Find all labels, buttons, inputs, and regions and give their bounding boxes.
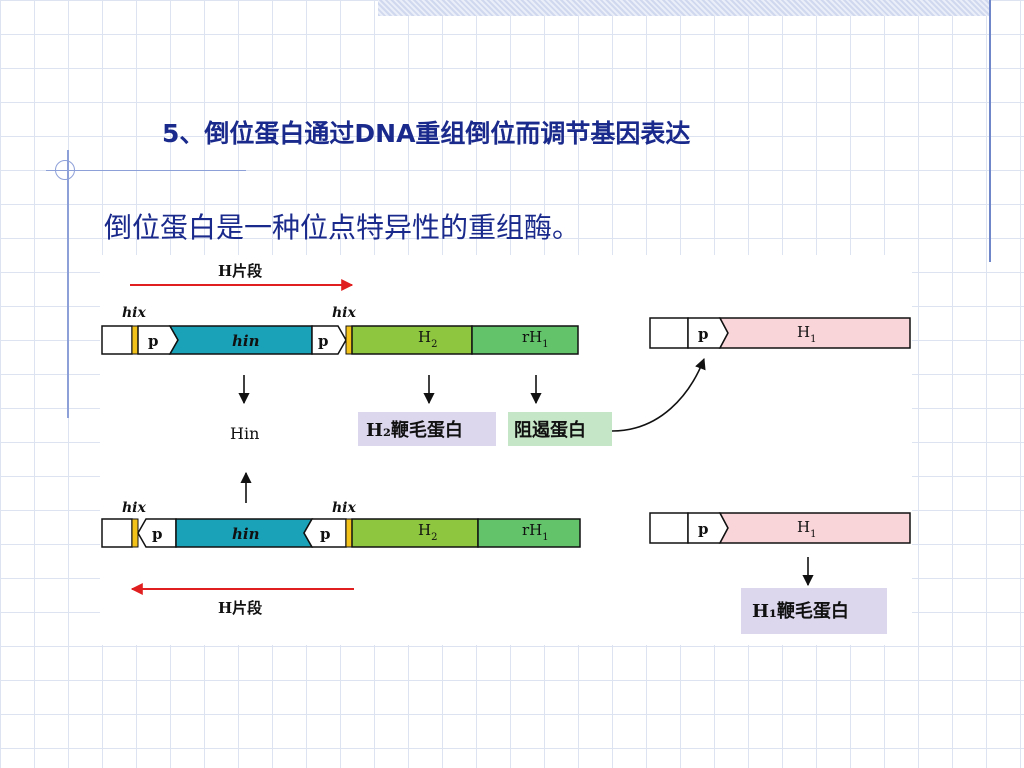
p-label: p bbox=[698, 325, 709, 343]
rh1-gene-bottom bbox=[477, 518, 581, 548]
left-decor-hline bbox=[46, 170, 246, 171]
slide-title: 5、倒位蛋白通过DNA重组倒位而调节基因表达 bbox=[162, 119, 691, 148]
h1-gene-bottom bbox=[718, 512, 911, 544]
diagram-svg: H片段 hix hix p hin p H2 rH1 Hin H₂鞭毛蛋白 阻遏… bbox=[100, 255, 912, 645]
left-decor-circle bbox=[55, 160, 75, 180]
h1-gene-top bbox=[718, 317, 911, 349]
repression-arrow bbox=[611, 357, 706, 432]
p-label: p bbox=[320, 525, 331, 543]
promoter-box-top-right bbox=[311, 325, 347, 355]
h2-gene-bottom bbox=[351, 518, 479, 548]
dna-strand-bottom: hix hix p hin p H2 rH1 bbox=[101, 500, 581, 548]
hix-label-bottom-right: hix bbox=[332, 500, 356, 516]
svg-text:H2: H2 bbox=[418, 328, 437, 350]
h2-flagellin-label: H₂鞭毛蛋白 bbox=[366, 419, 463, 441]
repressor-box bbox=[508, 412, 612, 446]
hix-label-top-right: hix bbox=[332, 305, 356, 321]
left-decor-vline bbox=[67, 150, 69, 418]
right-decor-line bbox=[989, 0, 991, 262]
h1-flagellin-box bbox=[741, 588, 887, 634]
svg-text:rH1: rH1 bbox=[522, 328, 549, 350]
hin-gene-top bbox=[168, 325, 313, 355]
hin-gene-label-bottom: hin bbox=[232, 525, 260, 543]
p-label: p bbox=[318, 332, 329, 350]
p-label: p bbox=[698, 520, 709, 538]
rh1-gene-top bbox=[471, 325, 579, 355]
hin-gene-label-top: hin bbox=[232, 332, 260, 350]
h1-strand-bottom: p H1 bbox=[649, 512, 911, 544]
hix-label-bottom-left: hix bbox=[122, 500, 146, 516]
top-decor-band bbox=[378, 0, 990, 16]
h-segment-label-top: H片段 bbox=[218, 262, 262, 280]
h1-flagellin-label: H₁鞭毛蛋白 bbox=[752, 600, 849, 622]
hin-protein-label: Hin bbox=[230, 424, 259, 443]
inversion-diagram: H片段 hix hix p hin p H2 rH1 Hin H₂鞭毛蛋白 阻遏… bbox=[100, 255, 912, 645]
h2-flagellin-box bbox=[358, 412, 496, 446]
p-label: p bbox=[148, 332, 159, 350]
dna-strand-top: hix hix p hin p H2 rH1 bbox=[101, 305, 579, 355]
h-segment-label-bottom: H片段 bbox=[218, 599, 262, 617]
slide-subtitle: 倒位蛋白是一种位点特异性的重组酶。 bbox=[104, 211, 581, 244]
svg-text:H1: H1 bbox=[797, 518, 816, 540]
svg-text:rH1: rH1 bbox=[522, 521, 549, 543]
h2-gene-top bbox=[351, 325, 473, 355]
h1-strand-top: p H1 bbox=[649, 317, 911, 349]
promoter-box-bottom-left bbox=[137, 518, 177, 548]
p-label: p bbox=[152, 525, 163, 543]
repressor-label: 阻遏蛋白 bbox=[514, 419, 586, 441]
promoter-box-bottom-right bbox=[303, 518, 347, 548]
svg-text:H2: H2 bbox=[418, 521, 437, 543]
hix-label-top-left: hix bbox=[122, 305, 146, 321]
svg-text:H1: H1 bbox=[797, 323, 816, 345]
